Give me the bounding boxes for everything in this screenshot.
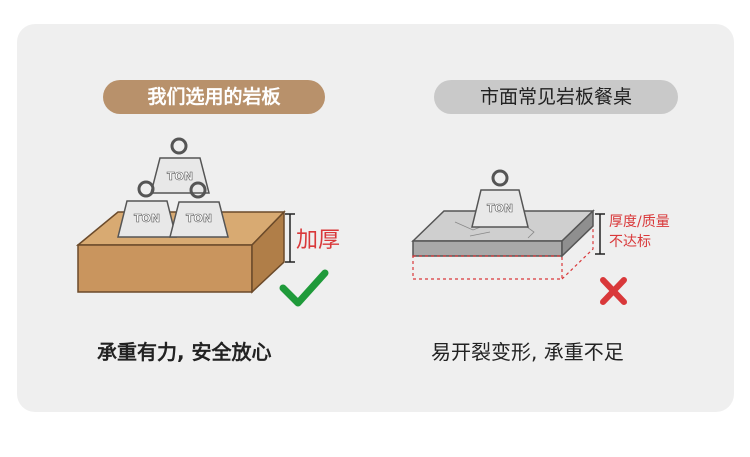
left-caption: 承重有力, 安全放心: [97, 340, 272, 364]
thickness-bracket-right: [595, 213, 605, 255]
svg-text:TON: TON: [186, 212, 212, 225]
cross-icon: [600, 277, 627, 305]
weight-icon-right: TON: [169, 181, 229, 238]
substandard-label-line2: 不达标: [609, 234, 651, 250]
left-title-badge: 我们选用的岩板: [103, 80, 325, 114]
right-title-badge: 市面常见岩板餐桌: [434, 80, 678, 114]
thickened-label: 加厚: [296, 228, 341, 253]
check-icon: [279, 269, 329, 307]
weight-icon-single: TON: [471, 169, 529, 228]
svg-text:TON: TON: [487, 202, 513, 215]
right-caption: 易开裂变形, 承重不足: [431, 340, 624, 364]
thickness-bracket-left: [285, 213, 295, 263]
svg-text:TON: TON: [167, 170, 193, 183]
svg-text:TON: TON: [134, 212, 160, 225]
substandard-label-line1: 厚度/质量: [609, 214, 670, 230]
